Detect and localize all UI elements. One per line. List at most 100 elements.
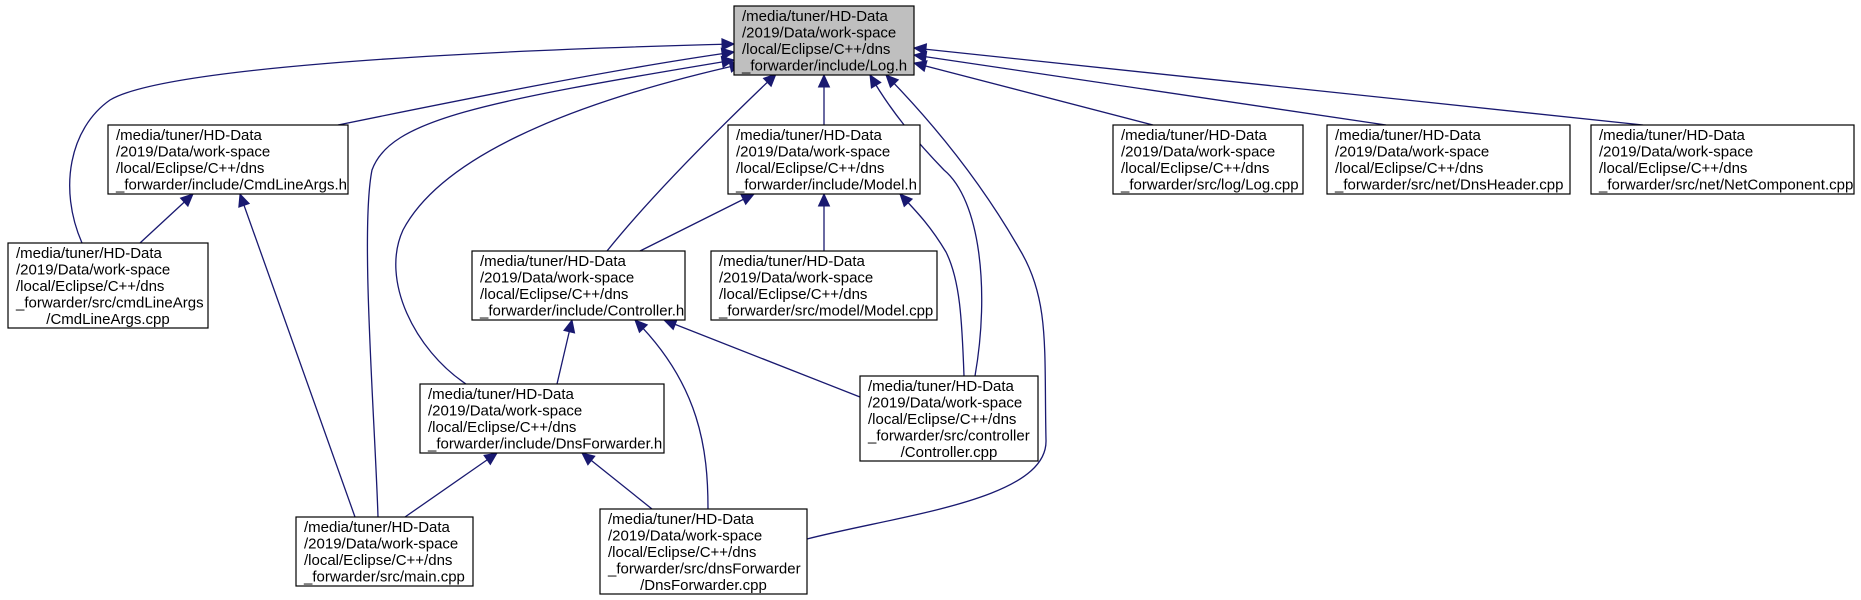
node-box bbox=[1326, 124, 1571, 195]
arrowhead-icon bbox=[899, 193, 914, 208]
arrowhead-icon bbox=[762, 73, 777, 88]
node-label-line: /2019/Data/work-space bbox=[16, 262, 170, 279]
node-label-line: _forwarder/include/Controller.h bbox=[479, 303, 684, 320]
node-label-line: /2019/Data/work-space bbox=[868, 395, 1022, 412]
node-box bbox=[107, 124, 349, 195]
node-dnsheader-cpp[interactable]: /media/tuner/HD-Data/2019/Data/work-spac… bbox=[1326, 124, 1571, 195]
edge-main_cpp-to-cmdlineargs_h bbox=[238, 192, 356, 518]
node-label-line: /media/tuner/HD-Data bbox=[736, 127, 883, 144]
node-label-line: /2019/Data/work-space bbox=[1335, 144, 1489, 161]
node-label-line: /2019/Data/work-space bbox=[1121, 144, 1275, 161]
edge-line bbox=[913, 62, 1154, 126]
arrowhead-icon bbox=[817, 73, 831, 88]
node-label-line: /CmdLineArgs.cpp bbox=[46, 311, 169, 328]
node-dnsforwarder-h[interactable]: /media/tuner/HD-Data/2019/Data/work-spac… bbox=[419, 383, 665, 454]
arrowhead-icon bbox=[912, 43, 928, 56]
edge-dnsforwarder_cpp-to-controller_h bbox=[634, 319, 709, 510]
node-main-cpp[interactable]: /media/tuner/HD-Data/2019/Data/work-spac… bbox=[295, 516, 474, 587]
node-label-line: /media/tuner/HD-Data bbox=[719, 253, 866, 270]
edge-line bbox=[639, 193, 755, 252]
edge-line bbox=[69, 43, 735, 244]
node-label-line: /2019/Data/work-space bbox=[428, 403, 582, 420]
node-label-line: /media/tuner/HD-Data bbox=[742, 8, 889, 25]
edge-line bbox=[634, 319, 709, 510]
node-box bbox=[727, 124, 921, 195]
edge-line bbox=[806, 74, 1047, 540]
node-label-line: /media/tuner/HD-Data bbox=[1335, 127, 1482, 144]
edge-line bbox=[606, 73, 777, 252]
arrowhead-icon bbox=[912, 60, 928, 73]
node-controller-cpp[interactable]: /media/tuner/HD-Data/2019/Data/work-spac… bbox=[859, 375, 1039, 462]
node-label-line: /local/Eclipse/C++/dns bbox=[304, 552, 452, 569]
edge-log_cpp-to-log_h bbox=[912, 60, 1154, 126]
arrowhead-icon bbox=[179, 193, 194, 208]
node-label-line: _forwarder/include/CmdLineArgs.h bbox=[115, 177, 347, 194]
node-box bbox=[295, 516, 474, 587]
edge-line bbox=[581, 452, 653, 510]
node-cmdlineargs-cpp[interactable]: /media/tuner/HD-Data/2019/Data/work-spac… bbox=[7, 242, 209, 329]
arrowhead-icon bbox=[885, 74, 900, 89]
edge-cmdlineargs_cpp-to-cmdlineargs_h bbox=[139, 193, 194, 244]
arrowhead-icon bbox=[634, 319, 649, 334]
node-label-line: /2019/Data/work-space bbox=[1599, 144, 1753, 161]
edge-line bbox=[913, 54, 1387, 126]
edge-line bbox=[337, 51, 735, 126]
node-label-line: /local/Eclipse/C++/dns bbox=[868, 411, 1016, 428]
node-netcomponent-cpp[interactable]: /media/tuner/HD-Data/2019/Data/work-spac… bbox=[1590, 124, 1855, 195]
node-model-cpp[interactable]: /media/tuner/HD-Data/2019/Data/work-spac… bbox=[710, 250, 938, 321]
node-label-line: /DnsForwarder.cpp bbox=[640, 577, 767, 594]
node-label-line: /local/Eclipse/C++/dns bbox=[608, 544, 756, 561]
node-label-line: /local/Eclipse/C++/dns bbox=[1599, 160, 1747, 177]
node-label-line: _forwarder/src/dnsForwarder bbox=[607, 561, 801, 578]
arrowhead-icon bbox=[563, 318, 576, 334]
nodes-layer: /media/tuner/HD-Data/2019/Data/work-spac… bbox=[7, 5, 1855, 595]
node-label-line: /2019/Data/work-space bbox=[480, 270, 634, 287]
edge-main_cpp-to-dnsforwarder_h bbox=[404, 452, 498, 518]
edge-line bbox=[395, 63, 743, 385]
edge-line bbox=[869, 74, 983, 377]
node-dnsforwarder-cpp[interactable]: /media/tuner/HD-Data/2019/Data/work-spac… bbox=[599, 508, 808, 595]
edge-controller_h-to-model_h bbox=[639, 193, 756, 252]
node-label-line: /2019/Data/work-space bbox=[608, 528, 762, 545]
node-label-line: _forwarder/src/net/DnsHeader.cpp bbox=[1334, 177, 1563, 194]
node-label-line: /media/tuner/HD-Data bbox=[116, 127, 263, 144]
node-label-line: /local/Eclipse/C++/dns bbox=[116, 160, 264, 177]
node-box bbox=[1590, 124, 1855, 195]
edge-dnsforwarder_cpp-to-dnsforwarder_h bbox=[581, 452, 653, 510]
arrowhead-icon bbox=[740, 193, 756, 206]
node-label-line: /2019/Data/work-space bbox=[304, 536, 458, 553]
node-label-line: /2019/Data/work-space bbox=[742, 25, 896, 42]
node-log-cpp[interactable]: /media/tuner/HD-Data/2019/Data/work-spac… bbox=[1112, 124, 1304, 195]
node-label-line: _forwarder/src/controller bbox=[867, 428, 1030, 445]
node-box bbox=[599, 508, 808, 595]
node-log-h[interactable]: /media/tuner/HD-Data/2019/Data/work-spac… bbox=[733, 5, 915, 76]
edge-model_h-to-log_h bbox=[817, 73, 831, 125]
node-label-line: /local/Eclipse/C++/dns bbox=[1121, 160, 1269, 177]
edge-line bbox=[913, 47, 1644, 126]
edge-line bbox=[899, 193, 965, 377]
node-label-line: /media/tuner/HD-Data bbox=[1599, 127, 1746, 144]
node-cmdlineargs-h[interactable]: /media/tuner/HD-Data/2019/Data/work-spac… bbox=[107, 124, 349, 195]
node-model-h[interactable]: /media/tuner/HD-Data/2019/Data/work-spac… bbox=[727, 124, 921, 195]
node-box bbox=[859, 375, 1039, 462]
arrowhead-icon bbox=[817, 192, 831, 207]
edge-controller_cpp-to-controller_h bbox=[662, 318, 861, 398]
edge-cmdlineargs_h-to-log_h bbox=[337, 47, 736, 126]
edge-line bbox=[404, 452, 498, 518]
node-label-line: /local/Eclipse/C++/dns bbox=[736, 160, 884, 177]
node-label-line: /media/tuner/HD-Data bbox=[16, 245, 163, 262]
node-label-line: /media/tuner/HD-Data bbox=[480, 253, 627, 270]
node-label-line: _forwarder/include/Log.h bbox=[741, 58, 907, 75]
node-label-line: _forwarder/src/cmdLineArgs bbox=[15, 295, 204, 312]
node-label-line: /local/Eclipse/C++/dns bbox=[16, 278, 164, 295]
edge-line bbox=[366, 59, 735, 518]
node-label-line: _forwarder/include/Model.h bbox=[735, 177, 917, 194]
node-label-line: _forwarder/src/model/Model.cpp bbox=[718, 303, 933, 320]
edge-controller_cpp-to-model_h bbox=[899, 193, 965, 377]
edge-controller_h-to-log_h bbox=[606, 73, 777, 252]
arrowhead-icon bbox=[483, 452, 498, 466]
arrowhead-icon bbox=[869, 73, 882, 89]
node-controller-h[interactable]: /media/tuner/HD-Data/2019/Data/work-spac… bbox=[471, 250, 686, 321]
node-label-line: _forwarder/src/log/Log.cpp bbox=[1120, 177, 1299, 194]
arrowhead-icon bbox=[238, 192, 251, 208]
